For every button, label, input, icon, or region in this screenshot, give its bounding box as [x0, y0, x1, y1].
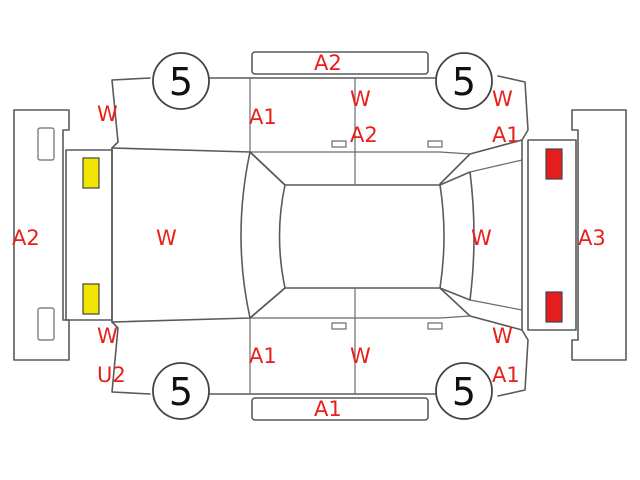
code-hood: W [471, 226, 492, 250]
code-trunk-lid: W [156, 226, 177, 250]
code-left-front-door: W [350, 87, 371, 111]
top-view-body [111, 139, 523, 331]
code-front-bumper: A3 [578, 226, 606, 250]
rear-bumper [13, 109, 70, 361]
code-left-rear-door: A1 [249, 105, 277, 129]
wheel-rear-right: 5 [152, 362, 210, 420]
code-right-front-fender-2: A1 [492, 363, 520, 387]
wheel-front-right: 5 [435, 362, 493, 420]
front-panel [527, 139, 577, 331]
wheel-rear-left: 5 [152, 52, 210, 110]
code-roof-top: A2 [314, 51, 342, 75]
wheel-front-left: 5 [435, 52, 493, 110]
code-left-front-fender-2: A1 [492, 123, 520, 147]
code-rear-bumper: A2 [12, 226, 40, 250]
roof-top-strip [251, 51, 429, 75]
code-right-rear-quarter: W [97, 324, 118, 348]
code-roof-bottom: A1 [314, 397, 342, 421]
code-right-front-fender: W [492, 324, 513, 348]
front-lamp-top [545, 148, 563, 180]
code-left-rear-quarter: W [97, 102, 118, 126]
code-left-front-door-upper: A2 [350, 123, 378, 147]
svg-text:5: 5 [452, 370, 476, 414]
rear-panel [65, 149, 113, 321]
code-left-front-fender: W [492, 87, 513, 111]
svg-text:5: 5 [169, 60, 193, 104]
code-right-rear-door: A1 [249, 344, 277, 368]
rear-lamp-bottom [82, 283, 100, 315]
roof-bottom-strip [251, 397, 429, 421]
code-right-front-door: W [350, 344, 371, 368]
front-bumper [571, 109, 627, 361]
code-right-rear-quarter-2: U2 [97, 363, 126, 387]
front-lamp-bottom [545, 291, 563, 323]
rear-lamp-top [82, 157, 100, 189]
svg-text:5: 5 [169, 370, 193, 414]
svg-text:5: 5 [452, 60, 476, 104]
